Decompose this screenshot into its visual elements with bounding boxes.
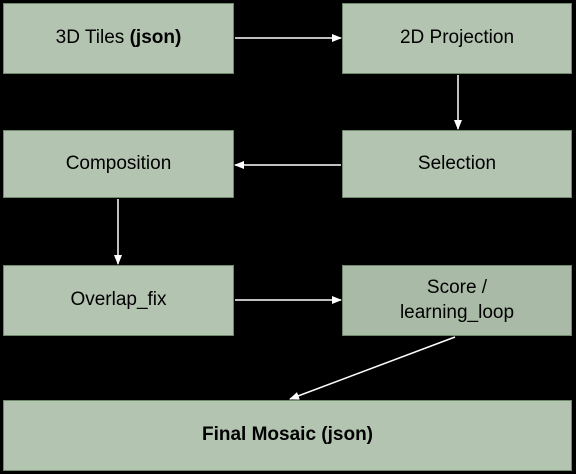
node-score-line1: Score / [426, 276, 488, 298]
node-score-line2: learning_loop [399, 301, 515, 323]
node-2d-projection-label: 2D Projection [399, 27, 515, 49]
node-2d-projection: 2D Projection [342, 3, 572, 74]
node-composition: Composition [3, 130, 234, 198]
node-3d-tiles: 3D Tiles (json) [3, 3, 234, 74]
node-selection: Selection [342, 130, 572, 198]
node-overlap-fix-label: Overlap_fix [70, 289, 167, 311]
node-3d-tiles-format: (json) [129, 27, 182, 49]
node-selection-label: Selection [417, 152, 497, 174]
node-final-mosaic-label: Final Mosaic (json) [201, 424, 374, 446]
node-composition-label: Composition [65, 152, 172, 174]
edge-score-to-final [289, 336, 456, 400]
node-3d-tiles-label: 3D Tiles [55, 27, 130, 49]
node-score-learning-loop: Score / learning_loop [342, 265, 572, 336]
node-final-mosaic: Final Mosaic (json) [3, 400, 572, 471]
node-overlap-fix: Overlap_fix [3, 265, 234, 336]
